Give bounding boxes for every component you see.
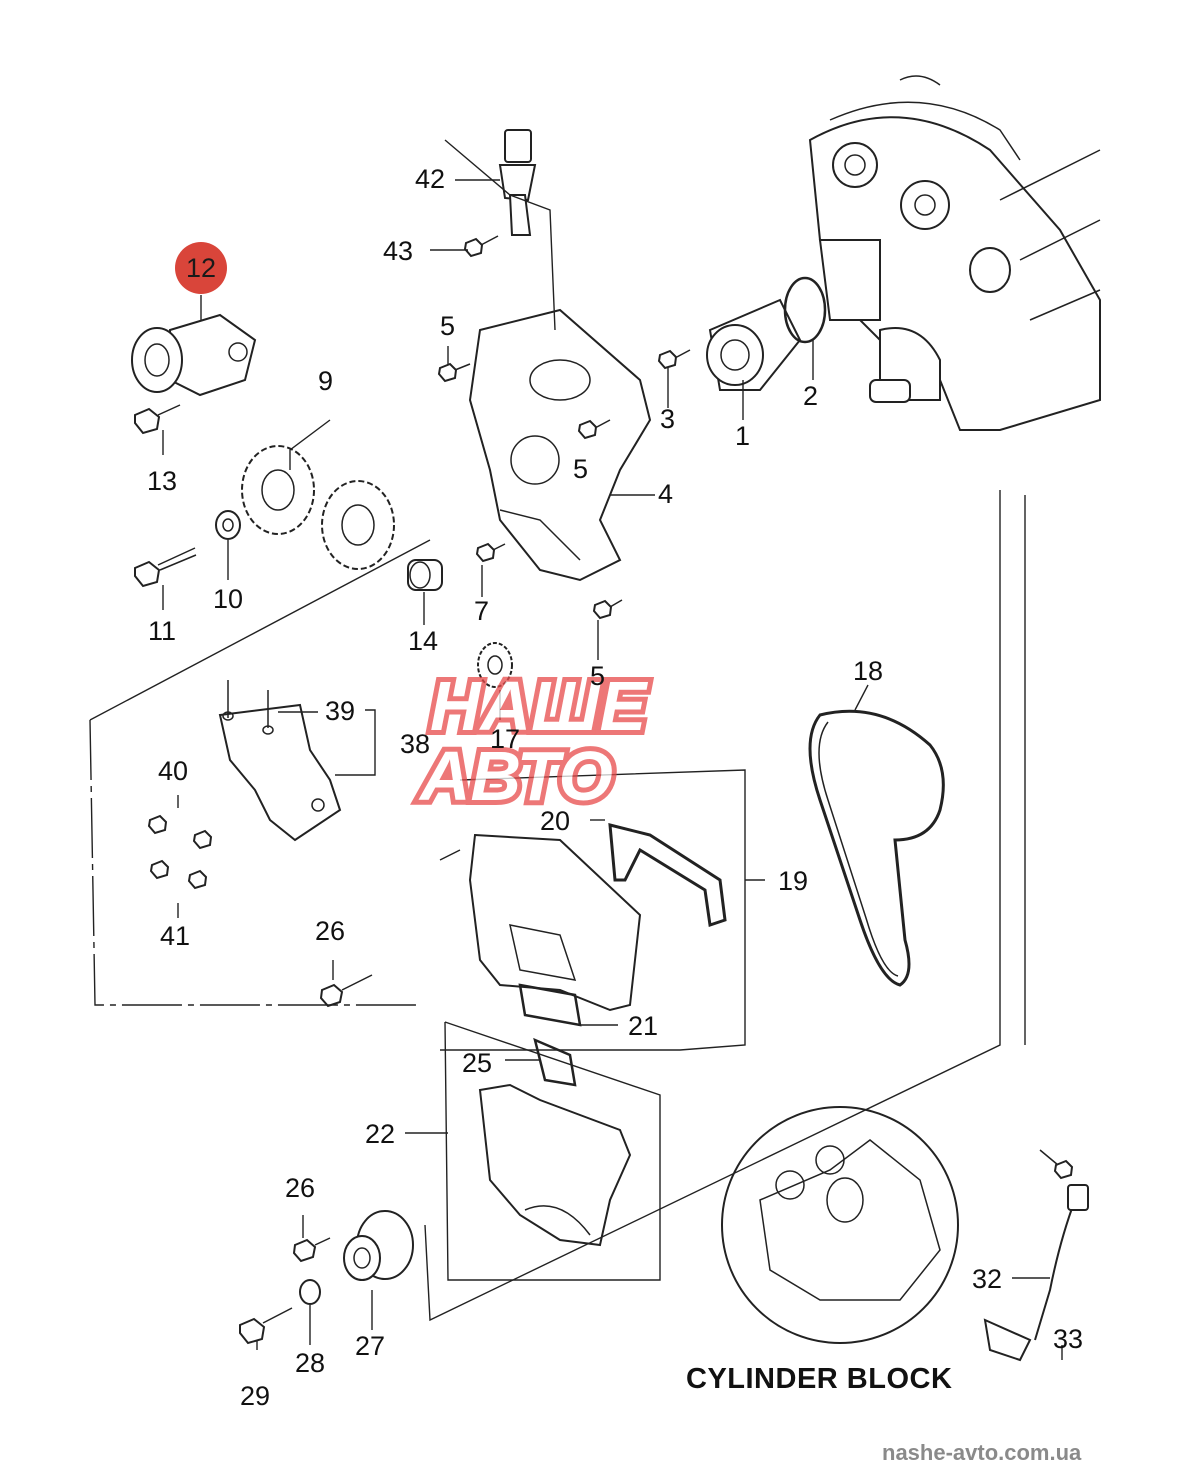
bolt-5-mid (577, 419, 611, 440)
inset-caption: CYLINDER BLOCK (686, 1363, 952, 1395)
bolt-40b (192, 829, 213, 850)
crankshaft-position-sensor (983, 1184, 1089, 1362)
bolt-26-upper (319, 974, 373, 1008)
washer (215, 510, 241, 540)
watermark-line-2: АВТО (418, 737, 613, 815)
label-9: 9 (318, 366, 333, 396)
bolt-3 (657, 349, 691, 370)
label-43: 43 (383, 236, 413, 266)
bolt-41b (187, 869, 208, 890)
tensioner-pulley (131, 313, 257, 397)
label-5-mid: 5 (573, 454, 588, 484)
upper-timing-cover (468, 833, 642, 1012)
label-27: 27 (355, 1331, 385, 1361)
water-pump (706, 298, 802, 391)
camshaft-sprocket-a (241, 445, 315, 535)
label-22: 22 (365, 1119, 395, 1149)
o-ring (783, 276, 827, 344)
bolt-33 (1039, 1149, 1074, 1180)
label-13: 13 (147, 466, 177, 496)
watermark-line-1: НАШЕ (430, 667, 649, 745)
cover-seal-20 (608, 823, 727, 927)
label-10: 10 (213, 584, 243, 614)
timing-belt (808, 709, 945, 987)
rear-timing-cover (468, 308, 652, 582)
label-26-upper: 26 (315, 916, 345, 946)
washer-hole (222, 518, 234, 532)
bolt-13 (134, 404, 181, 435)
label-4: 4 (658, 479, 673, 509)
cylinder-block-inset (721, 1106, 959, 1344)
bolt-5-lower (592, 599, 623, 620)
watermark: НАШЕ АВТО (413, 662, 654, 820)
camshaft-sprocket-b (321, 480, 395, 570)
label-40: 40 (158, 756, 188, 786)
label-5-top: 5 (440, 311, 455, 341)
cover-seal-25 (533, 1037, 577, 1087)
label-14: 14 (408, 626, 438, 656)
label-21: 21 (628, 1011, 658, 1041)
label-5-low: 5 (590, 661, 605, 691)
bolt-7 (475, 542, 506, 563)
lower-timing-cover (478, 1083, 632, 1247)
label-32: 32 (972, 1264, 1002, 1294)
source-url: nashe-avto.com.ua (882, 1440, 1082, 1465)
bolt-43 (463, 235, 499, 258)
label-42: 42 (415, 164, 445, 194)
label-33: 33 (1053, 1324, 1083, 1354)
crankshaft-sprocket (477, 642, 513, 688)
idler-pulley (407, 559, 443, 591)
camshaft-position-sensor (498, 129, 537, 236)
label-7: 7 (474, 596, 489, 626)
label-1: 1 (735, 421, 750, 451)
engine-mount-bracket (218, 680, 342, 842)
pulley-washer (299, 1279, 321, 1305)
label-28: 28 (295, 1348, 325, 1378)
label-17: 17 (490, 724, 520, 754)
highlight-marker (175, 242, 227, 294)
leader-lines (89, 139, 1063, 1360)
label-41: 41 (160, 921, 190, 951)
bolt-26-lower (292, 1237, 331, 1263)
label-29: 29 (240, 1381, 270, 1411)
bolt-5-upper (437, 362, 471, 383)
bolt-41a (149, 859, 170, 880)
engine-block-drawing (808, 75, 1101, 431)
label-3: 3 (660, 404, 675, 434)
label-26-lower: 26 (285, 1173, 315, 1203)
label-38: 38 (400, 729, 430, 759)
part-labels: 42 43 12 5 9 2 3 1 5 13 4 10 7 11 14 5 1… (147, 164, 1083, 1411)
label-12: 12 (186, 253, 216, 283)
crankshaft-pulley (343, 1210, 414, 1281)
timing-belt-inner (818, 721, 899, 977)
bolt-29 (239, 1307, 293, 1345)
label-11: 11 (148, 616, 176, 646)
bolt-11 (134, 547, 197, 588)
label-39: 39 (325, 696, 355, 726)
label-18: 18 (853, 656, 883, 686)
label-2: 2 (803, 381, 818, 411)
label-19: 19 (778, 866, 808, 896)
label-25: 25 (462, 1048, 492, 1078)
bolt-40a (147, 814, 168, 835)
label-20: 20 (540, 806, 570, 836)
